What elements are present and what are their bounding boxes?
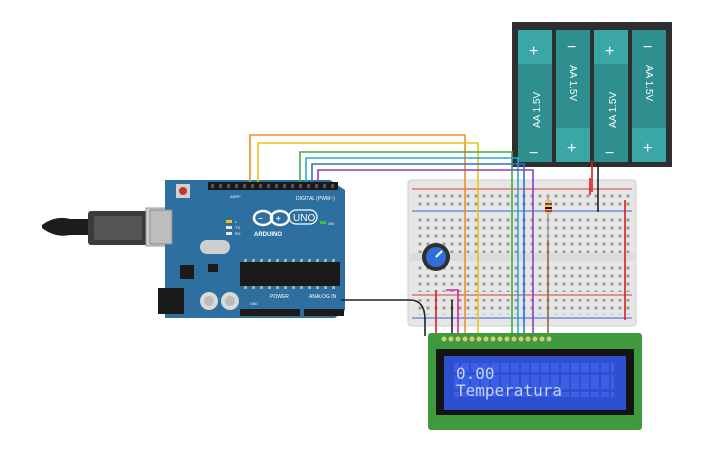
terminal-label: − bbox=[643, 39, 652, 56]
on-label: ON bbox=[328, 221, 334, 226]
terminal-label: − bbox=[605, 145, 614, 162]
power-label: POWER bbox=[270, 294, 289, 300]
tx-label: TX bbox=[235, 225, 240, 230]
cell-label: AA 1.5V bbox=[643, 65, 654, 101]
wire-red-battery[interactable] bbox=[589, 160, 593, 195]
rx-label: RX bbox=[235, 231, 241, 236]
terminal-label: + bbox=[567, 140, 576, 157]
wire-purple[interactable] bbox=[317, 169, 534, 336]
terminal-label: + bbox=[643, 140, 652, 157]
svg-text:−: − bbox=[258, 214, 263, 223]
terminal-label: − bbox=[567, 39, 576, 56]
terminal-label: + bbox=[529, 43, 538, 60]
wire-green[interactable] bbox=[299, 151, 513, 336]
wire-yellow[interactable] bbox=[257, 142, 479, 336]
digital-label: DIGITAL (PWM~) bbox=[296, 196, 335, 202]
wire-blue[interactable] bbox=[311, 163, 525, 336]
svg-text:+: + bbox=[276, 214, 281, 223]
battery-cell: + AA 1.5V − bbox=[518, 30, 552, 162]
gnd-label: GND bbox=[250, 302, 258, 306]
battery-cell: − AA 1.5V + bbox=[556, 30, 590, 162]
wires[interactable] bbox=[249, 134, 626, 336]
l-led-label: L bbox=[235, 219, 238, 224]
lcd-display[interactable]: 0.00 Temperatura bbox=[428, 333, 642, 430]
digital-header[interactable] bbox=[208, 182, 338, 190]
wire-analog[interactable] bbox=[341, 299, 426, 336]
power-header[interactable] bbox=[240, 309, 300, 316]
wire-orange[interactable] bbox=[249, 134, 466, 336]
cell-label: AA 1.5V bbox=[567, 65, 578, 101]
wire-magenta[interactable] bbox=[446, 289, 459, 336]
reset-button[interactable] bbox=[179, 187, 187, 195]
usb-cable[interactable] bbox=[42, 207, 169, 247]
battery-cell: − AA 1.5V + bbox=[632, 30, 666, 162]
analog-label: ANALOG IN bbox=[309, 294, 337, 300]
battery-pack[interactable]: + AA 1.5V − − AA 1.5V + + AA 1.5V − − AA… bbox=[512, 22, 672, 167]
wire-cyan[interactable] bbox=[305, 157, 519, 336]
analog-header[interactable] bbox=[304, 309, 344, 316]
l-led bbox=[226, 220, 232, 223]
terminal-label: − bbox=[529, 145, 538, 162]
atmega-chip bbox=[240, 262, 340, 286]
brand-label: ARDUINO bbox=[254, 232, 282, 238]
resistor[interactable] bbox=[545, 196, 552, 240]
cell-label: AA 1.5V bbox=[608, 92, 619, 128]
terminal-label: + bbox=[605, 43, 614, 60]
potentiometer[interactable] bbox=[422, 243, 450, 271]
on-led bbox=[320, 221, 326, 224]
lcd-line-1: 0.00 bbox=[456, 364, 495, 383]
model-label: UNO bbox=[293, 213, 315, 224]
lcd-line-2: Temperatura bbox=[456, 381, 562, 400]
crystal bbox=[200, 240, 230, 254]
aref-label: AREF bbox=[230, 194, 241, 199]
arduino-uno-board[interactable]: DIGITAL (PWM~) AREF − + ARDUINO UNO L TX… bbox=[149, 180, 345, 318]
battery-cell: + AA 1.5V − bbox=[594, 30, 628, 162]
cell-label: AA 1.5V bbox=[532, 92, 543, 128]
